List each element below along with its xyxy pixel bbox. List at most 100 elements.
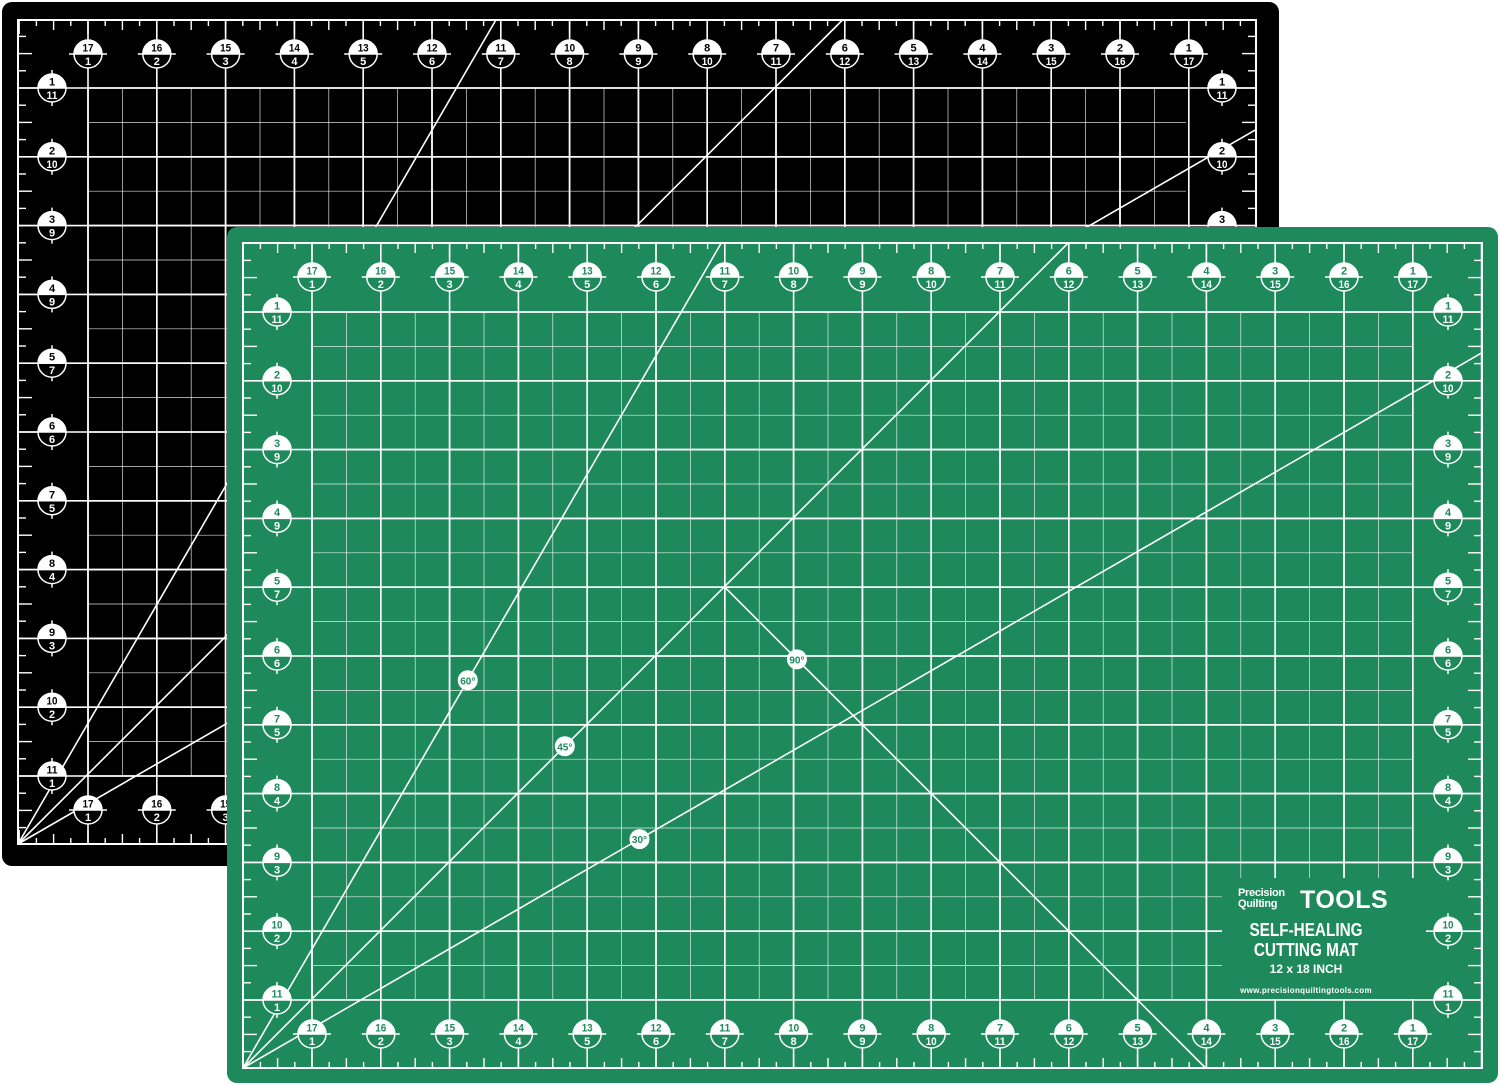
svg-text:5: 5 — [274, 576, 280, 588]
svg-text:9: 9 — [859, 1023, 865, 1035]
ruler-number-marker: 144 — [499, 1019, 538, 1049]
svg-text:3: 3 — [1445, 438, 1451, 450]
svg-text:14: 14 — [1201, 1036, 1213, 1048]
svg-text:11: 11 — [47, 90, 58, 102]
svg-text:7: 7 — [1445, 713, 1451, 725]
ruler-number-marker: 66 — [37, 414, 67, 450]
svg-text:2: 2 — [1445, 933, 1451, 945]
svg-text:5: 5 — [911, 43, 917, 55]
svg-text:8: 8 — [928, 266, 934, 278]
ruler-number-marker: 39 — [37, 207, 67, 244]
svg-text:11: 11 — [272, 314, 283, 326]
svg-text:9: 9 — [1445, 520, 1451, 532]
ruler-number-marker: 117 — [705, 262, 744, 292]
svg-text:1: 1 — [1445, 301, 1451, 313]
ruler-number-marker: 57 — [1433, 569, 1463, 606]
svg-text:10: 10 — [702, 56, 713, 68]
svg-text:17: 17 — [83, 43, 94, 55]
svg-text:12: 12 — [839, 56, 850, 68]
ruler-number-marker: 216 — [1325, 262, 1363, 292]
svg-text:1: 1 — [1219, 77, 1225, 89]
ruler-number-marker: 126 — [413, 39, 451, 69]
ruler-number-marker: 144 — [275, 39, 314, 69]
svg-text:1: 1 — [49, 77, 55, 89]
ruler-number-marker: 153 — [206, 39, 245, 69]
svg-text:12: 12 — [427, 43, 438, 55]
ruler-number-marker: 117 — [1393, 1019, 1432, 1049]
svg-text:2: 2 — [154, 56, 160, 68]
svg-text:11: 11 — [1443, 314, 1454, 326]
svg-text:9: 9 — [49, 228, 55, 240]
svg-text:8: 8 — [928, 1023, 934, 1035]
svg-text:1: 1 — [1410, 266, 1416, 278]
ruler-number-marker: 108 — [774, 1019, 813, 1049]
svg-text:10: 10 — [1443, 383, 1454, 395]
svg-text:2: 2 — [274, 369, 280, 381]
svg-text:7: 7 — [49, 489, 55, 501]
ruler-number-marker: 126 — [637, 262, 675, 292]
svg-text:10: 10 — [47, 696, 58, 708]
ruler-number-marker: 108 — [774, 262, 813, 292]
svg-text:13: 13 — [1132, 279, 1143, 291]
svg-text:2: 2 — [1341, 266, 1347, 278]
svg-text:3: 3 — [1048, 43, 1054, 55]
ruler-number-marker: 210 — [1207, 138, 1237, 175]
ruler-number-marker: 171 — [293, 1019, 331, 1049]
ruler-number-marker: 111 — [37, 70, 67, 106]
angle-guide-lines: 60°45°30°90° — [242, 242, 1483, 1069]
brand-name-tools: TOOLS — [1300, 886, 1389, 914]
svg-text:8: 8 — [791, 279, 797, 291]
svg-text:5: 5 — [1135, 1023, 1141, 1035]
svg-text:6: 6 — [842, 43, 848, 55]
ruler-number-marker: 171 — [69, 39, 107, 69]
ruler-number-marker: 108 — [550, 39, 589, 69]
svg-text:90°: 90° — [789, 655, 804, 666]
svg-text:4: 4 — [515, 1036, 522, 1048]
svg-text:11: 11 — [1443, 989, 1454, 1001]
ruler-number-marker: 315 — [1032, 39, 1071, 69]
ruler-number-marker: 513 — [894, 39, 933, 69]
svg-text:6: 6 — [1066, 1023, 1072, 1035]
ruler-number-marker: 414 — [963, 39, 1002, 69]
ruler-number-marker: 75 — [262, 706, 292, 743]
ruler-number-marker: 117 — [1393, 262, 1432, 292]
ruler-number-marker: 135 — [568, 262, 607, 292]
ruler-number-marker: 135 — [568, 1019, 607, 1049]
ruler-number-marker: 810 — [912, 1019, 951, 1049]
svg-text:9: 9 — [49, 296, 55, 308]
angle-label: 90° — [786, 649, 807, 670]
svg-text:2: 2 — [1341, 1023, 1347, 1035]
svg-text:5: 5 — [584, 1036, 590, 1048]
svg-text:45°: 45° — [557, 742, 572, 753]
svg-text:11: 11 — [995, 1036, 1006, 1048]
ruler-number-marker: 99 — [843, 262, 882, 292]
ruler-number-marker: 612 — [1049, 1019, 1088, 1049]
ruler-number-marker: 102 — [262, 913, 292, 950]
svg-text:10: 10 — [272, 383, 283, 395]
svg-text:3: 3 — [274, 864, 280, 876]
ruler-number-marker: 84 — [37, 551, 67, 588]
ruler-number-marker: 111 — [262, 294, 292, 330]
ruler-number-marker: 612 — [1049, 262, 1088, 292]
svg-text:11: 11 — [47, 765, 58, 777]
svg-text:5: 5 — [49, 352, 55, 364]
ruler-number-marker: 414 — [1187, 1019, 1226, 1049]
svg-text:17: 17 — [83, 799, 94, 811]
ruler-number-marker: 84 — [1433, 775, 1463, 812]
svg-text:7: 7 — [773, 43, 779, 55]
svg-text:1: 1 — [1445, 1002, 1451, 1014]
svg-text:4: 4 — [274, 796, 281, 808]
svg-text:4: 4 — [1203, 1023, 1210, 1035]
svg-text:15: 15 — [444, 1023, 455, 1035]
svg-text:1: 1 — [1186, 43, 1192, 55]
ruler-number-marker: 57 — [37, 345, 67, 382]
ruler-number-marker: 414 — [1187, 262, 1226, 292]
svg-text:1: 1 — [1410, 1023, 1416, 1035]
ruler-number-marker: 171 — [293, 262, 331, 292]
svg-text:9: 9 — [859, 266, 865, 278]
ruler-number-marker: 162 — [361, 262, 400, 292]
green-cutting-mat: 60°45°30°90°1711621531441351261171089981… — [227, 227, 1498, 1083]
svg-text:15: 15 — [220, 43, 231, 55]
svg-text:3: 3 — [1219, 214, 1225, 226]
angle-label: 45° — [554, 736, 575, 757]
